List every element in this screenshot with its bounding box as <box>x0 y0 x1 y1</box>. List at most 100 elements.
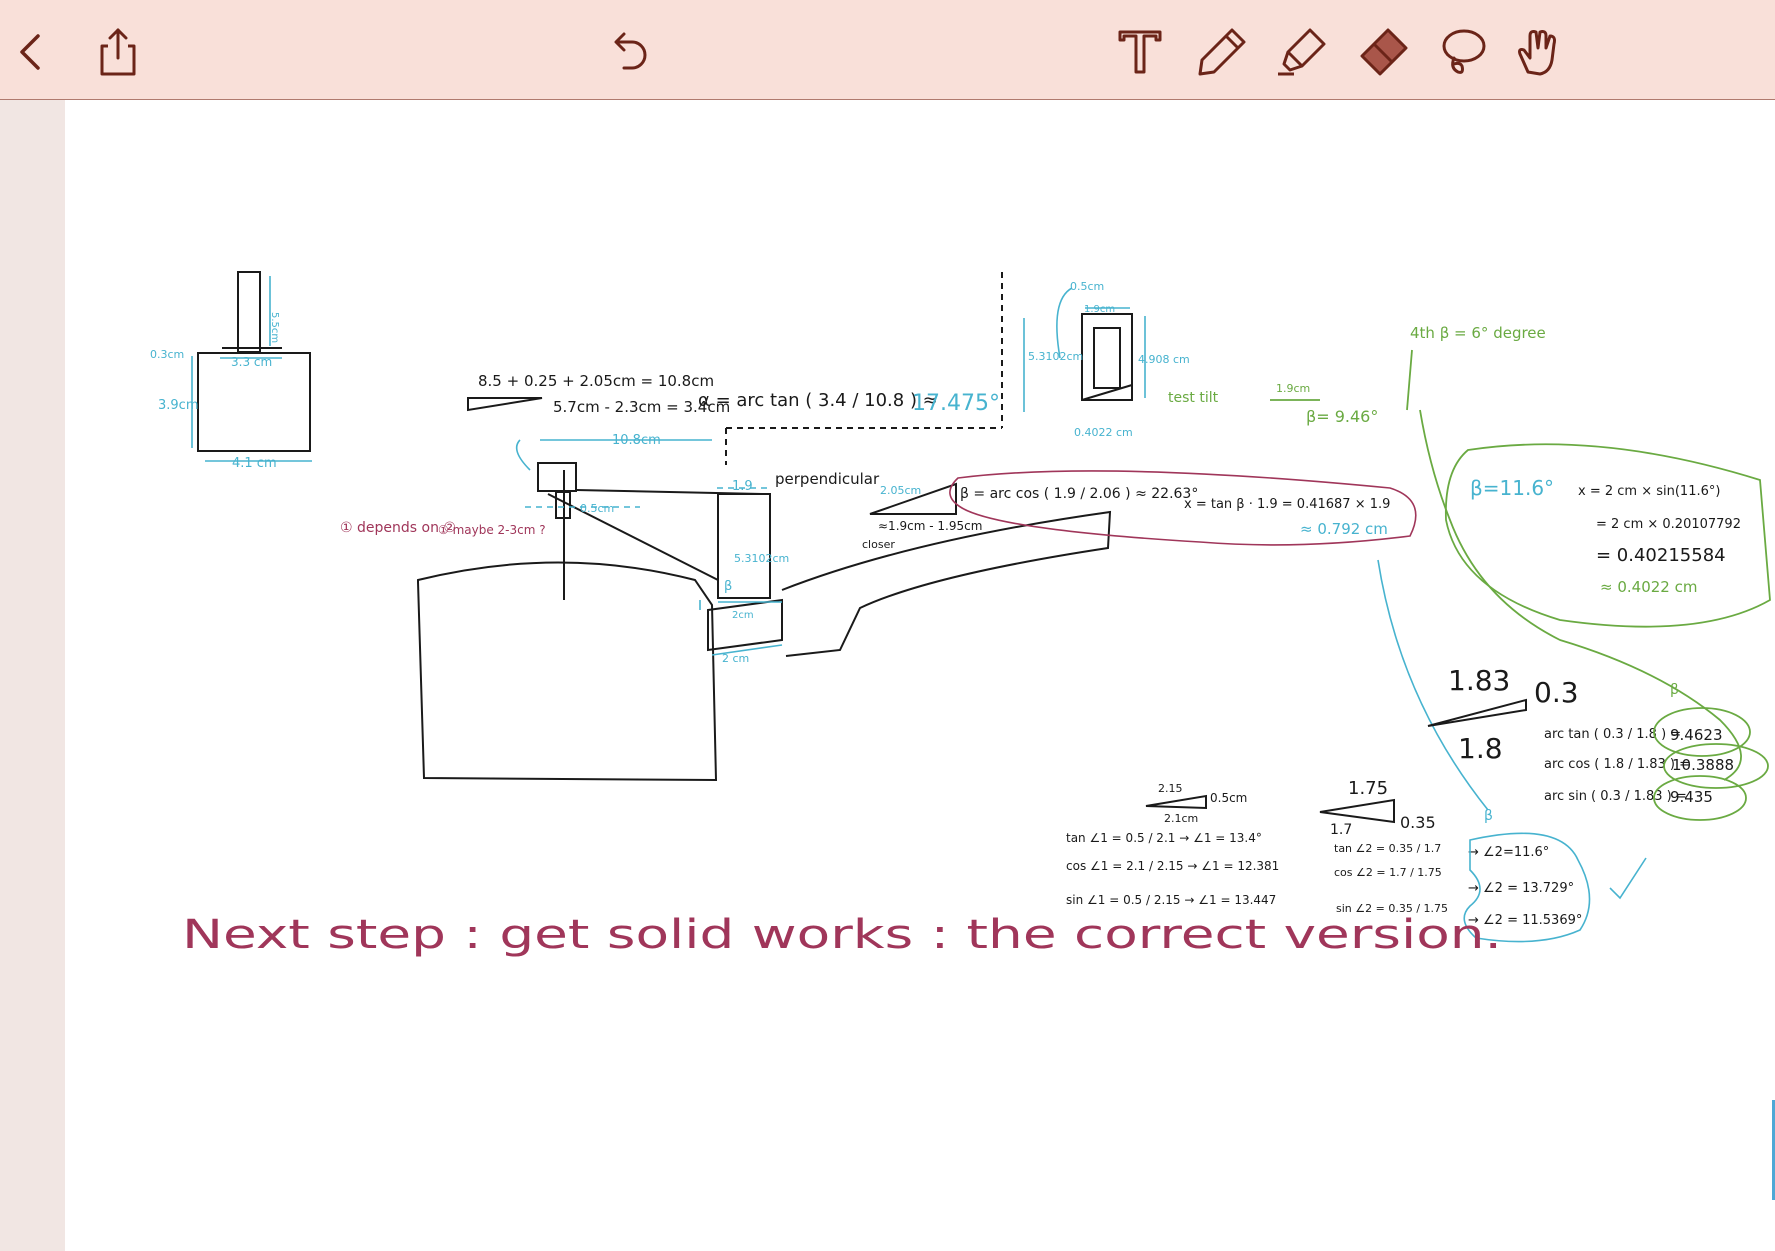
green-beta-mark: β <box>1670 682 1679 698</box>
dim-2cm-b: 2 cm <box>722 652 749 665</box>
fourth-beta-note: 4th β = 6° degree <box>1410 324 1546 342</box>
t2-adjacent: 1.7 <box>1330 822 1352 838</box>
perpendicular-label: perpendicular <box>775 470 880 488</box>
undo-button[interactable] <box>598 22 658 82</box>
highlighter-tool-icon <box>1278 28 1326 76</box>
circle-arc-tan <box>1653 707 1751 757</box>
arc-sin-eq: arc sin ( 0.3 / 1.83 ) = <box>1544 789 1687 804</box>
x-value: ≈ 0.792 cm <box>1300 520 1388 538</box>
dim-1-9-top: 1.9cm <box>1084 304 1115 315</box>
left-height-dim: 3.9cm <box>158 398 199 413</box>
dim-1-9-1-95: ≈1.9cm - 1.95cm <box>878 519 982 533</box>
arc-cos-value: 10.3888 <box>1672 756 1734 774</box>
text-tool-button[interactable] <box>1110 22 1170 82</box>
alpha-value: 17.475° <box>912 391 1000 416</box>
cos1-eq: cos ∠1 = 2.1 / 2.15 → ∠1 = 12.381 <box>1066 859 1279 873</box>
tri-opposite: 0.3 <box>1534 676 1579 709</box>
highlighter-tool-button[interactable] <box>1272 22 1332 82</box>
dim-0-4022-box: 0.4022 cm <box>1074 426 1133 439</box>
beta-9-46: β= 9.46° <box>1306 407 1378 426</box>
triangle-2 <box>1319 798 1395 824</box>
toolbar <box>0 0 1775 100</box>
back-button[interactable] <box>0 22 60 82</box>
note-canvas[interactable] <box>65 100 1775 1251</box>
alpha-equation: α = arc tan ( 3.4 / 10.8 ) ≈ <box>698 390 938 411</box>
dim-5-3102: 5.3102cm <box>1028 350 1083 363</box>
green-connector <box>1419 409 1742 781</box>
next-step-note: Next step : get solid works : the correc… <box>182 912 1502 958</box>
green-x-line3: = 0.40215584 <box>1596 545 1726 566</box>
depends-note: ① depends on ② <box>340 520 456 536</box>
dim-1-9-tilt: 1.9cm <box>1276 382 1310 395</box>
green-beta-11-6: β=11.6° <box>1470 476 1554 500</box>
hand-tool-button[interactable] <box>1508 22 1568 82</box>
formula-sub: 5.7cm - 2.3cm = 3.4cm <box>553 398 730 416</box>
dim-2cm-a: 2cm <box>732 610 754 621</box>
dim-0-5-inner: 0.5cm <box>580 502 614 515</box>
arc-tan-value: 9.4623 <box>1670 726 1723 744</box>
circle-arc-sin <box>1653 775 1747 821</box>
scroll-indicator[interactable] <box>1772 1100 1775 1200</box>
left-stem-dim: 5.5cm <box>269 312 280 343</box>
page-sidebar-strip <box>0 100 65 1251</box>
dim-5-3102-side: 5.3102cm <box>734 552 789 565</box>
blue-loop-angles <box>1463 832 1591 943</box>
sketch-main-pot <box>417 272 1112 782</box>
sketch-side-box <box>1023 287 1413 412</box>
t1-opposite: 0.5cm <box>1210 791 1247 805</box>
hand-tool-icon <box>1518 30 1556 76</box>
circle-arc-cos <box>1663 743 1769 789</box>
left-top-dim: 3.3 cm <box>231 355 272 369</box>
formula-top: 8.5 + 0.25 + 2.05cm = 10.8cm <box>478 372 714 390</box>
dim-1-9: 1.9 <box>732 479 753 494</box>
share-button[interactable] <box>88 22 148 82</box>
cos2-eq: cos ∠2 = 1.7 / 1.75 <box>1334 866 1442 879</box>
triangle-1 <box>1145 794 1207 810</box>
green-x-line1: x = 2 cm × sin(11.6°) <box>1578 484 1720 499</box>
angle2-b: → ∠2 = 13.729° <box>1468 881 1574 896</box>
blue-beta-mark: β <box>1484 808 1493 824</box>
lasso-tool-button[interactable] <box>1432 22 1492 82</box>
pen-tool-button[interactable] <box>1192 22 1252 82</box>
left-width-dim: 4.1 cm <box>232 456 277 471</box>
test-tilt-label: test tilt <box>1168 390 1219 406</box>
eraser-tool-icon <box>1360 28 1408 76</box>
share-icon <box>100 28 136 76</box>
beta-arccos-eq: β = arc cos ( 1.9 / 2.06 ) ≈ 22.63° <box>960 486 1198 502</box>
sin1-eq: sin ∠1 = 0.5 / 2.15 → ∠1 = 13.447 <box>1066 893 1276 907</box>
sketch-left-box <box>191 271 312 462</box>
arc-sin-value: 9.435 <box>1670 788 1713 806</box>
pen-tool-icon <box>1198 28 1246 76</box>
check-mark <box>1609 857 1647 900</box>
dim-0-5-top: 0.5cm <box>1070 280 1104 293</box>
dim-2-05: 2.05cm <box>880 484 921 497</box>
dim-10-8: 10.8cm <box>612 433 661 448</box>
angle2-a: → ∠2=11.6° <box>1468 845 1549 860</box>
left-small-dim: 0.3cm <box>150 348 184 361</box>
green-loop <box>1444 443 1771 628</box>
tan1-eq: tan ∠1 = 0.5 / 2.1 → ∠1 = 13.4° <box>1066 831 1262 845</box>
green-x-line2: = 2 cm × 0.20107792 <box>1596 517 1741 532</box>
closer-note: closer <box>862 538 895 551</box>
triangle-3 <box>1427 698 1527 727</box>
arc-tan-eq: arc tan ( 0.3 / 1.8 ) = <box>1544 727 1681 742</box>
beta-angle-mark: β <box>724 579 732 594</box>
maybe-note: ① maybe 2-3cm ? <box>438 523 546 537</box>
red-loop <box>949 470 1417 546</box>
t1-hypotenuse: 2.15 <box>1158 782 1183 795</box>
tan2-eq: tan ∠2 = 0.35 / 1.7 <box>1334 842 1441 855</box>
t2-hypotenuse: 1.75 <box>1348 778 1388 799</box>
tri-hypotenuse: 1.83 <box>1448 664 1510 697</box>
eraser-tool-button[interactable] <box>1352 22 1412 82</box>
t2-opposite: 0.35 <box>1400 813 1436 832</box>
sin2-eq: sin ∠2 = 0.35 / 1.75 <box>1336 902 1448 915</box>
green-x-line4: ≈ 0.4022 cm <box>1600 578 1697 596</box>
t1-adjacent: 2.1cm <box>1164 812 1198 825</box>
angle2-c: → ∠2 = 11.5369° <box>1468 913 1582 928</box>
chevron-left-icon <box>20 34 40 70</box>
lasso-tool-icon <box>1442 29 1486 74</box>
arc-cos-eq: arc cos ( 1.8 / 1.83 ) = <box>1544 757 1690 772</box>
tri-adjacent: 1.8 <box>1458 732 1503 765</box>
undo-icon <box>614 32 647 70</box>
